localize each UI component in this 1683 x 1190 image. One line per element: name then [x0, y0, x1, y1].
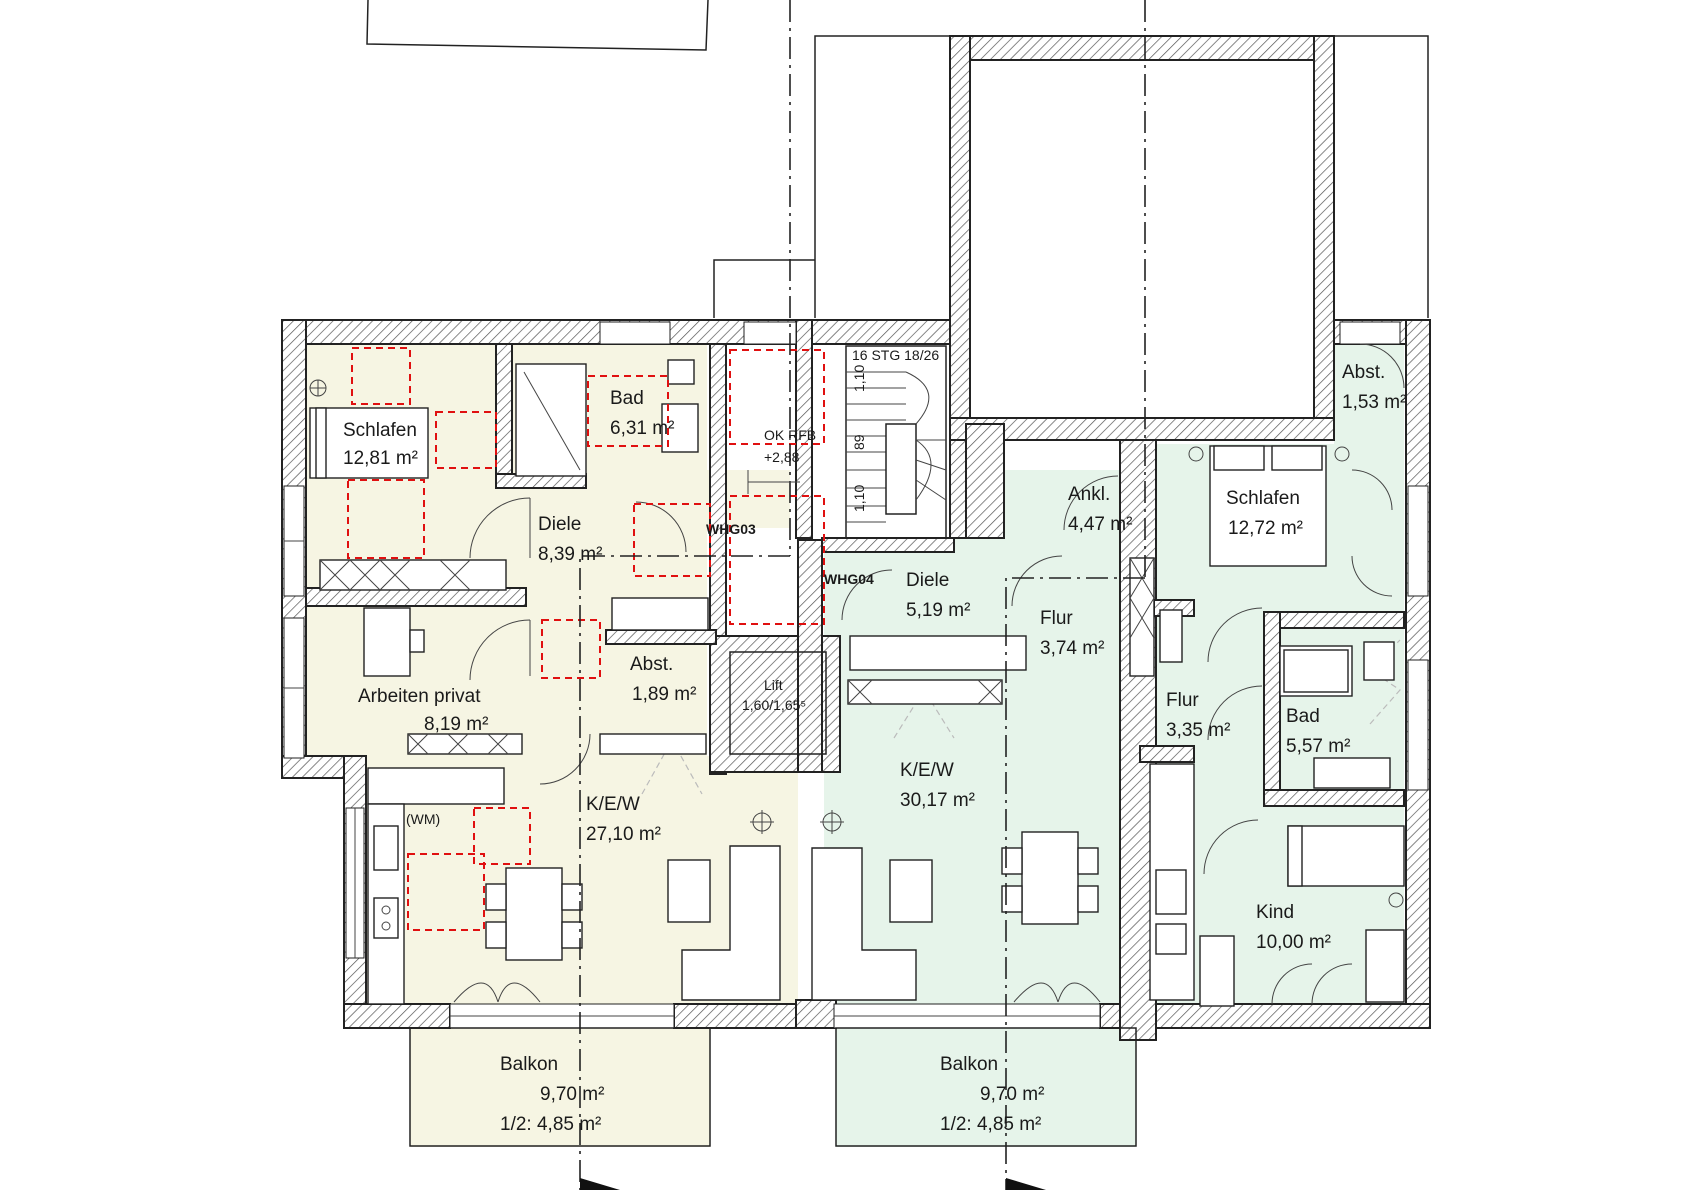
room-area-bad-left: 6,31 m² [610, 418, 674, 439]
unit-tag-right: WHG04 [824, 571, 874, 587]
lift-shaft [729, 651, 827, 755]
room-area-arbeiten: 8,19 m² [424, 714, 488, 735]
room-name-kew-left: K/E/W [586, 794, 640, 815]
room-area-diele-left: 8,39 m² [538, 544, 602, 565]
room-area-schlafen-right: 12,72 m² [1228, 518, 1303, 539]
room-name-bad-left: Bad [610, 388, 644, 409]
stair-label: 16 STG 18/26 [852, 347, 939, 363]
lift-size: 1,60/1,65⁵ [742, 697, 806, 713]
room-labels: Schlafen 12,81 m² Bad 6,31 m² Diele 8,39… [343, 362, 1406, 1135]
room-half-balkon-left: 1/2: 4,85 m² [500, 1114, 601, 1135]
unit-tag-left: WHG03 [706, 521, 756, 537]
room-name-arbeiten: Arbeiten privat [358, 686, 481, 707]
section-axes [579, 0, 1146, 1190]
room-area-bad-right: 5,57 m² [1286, 736, 1350, 757]
level-value: +2,88 [764, 449, 800, 465]
room-area-kew-right: 30,17 m² [900, 790, 975, 811]
stair-dim-1: 1,10 [851, 365, 867, 392]
door-swings [453, 343, 1405, 1005]
windows [283, 321, 1429, 1029]
room-area-abst-right: 1,53 m² [1342, 392, 1406, 413]
room-name-flur-2: Flur [1166, 690, 1199, 711]
unit-right-fill [824, 342, 1404, 1147]
room-name-balkon-left: Balkon [500, 1054, 558, 1075]
room-name-diele-right: Diele [906, 570, 949, 591]
room-name-kind: Kind [1256, 902, 1294, 923]
room-area-balkon-right: 9,70 m² [980, 1084, 1044, 1105]
room-area-schlafen-left: 12,81 m² [343, 448, 418, 469]
furniture-left [309, 359, 781, 1005]
room-name-flur-1: Flur [1040, 608, 1073, 629]
technical-labels: 16 STG 18/26 1,10 89 1,10 OK RFB +2,88 L… [706, 347, 939, 713]
room-name-balkon-right: Balkon [940, 1054, 998, 1075]
room-name-schlafen-right: Schlafen [1226, 488, 1300, 509]
room-name-diele-left: Diele [538, 514, 581, 535]
lift-name: Lift [764, 677, 783, 693]
stair-dim-2: 89 [851, 434, 867, 450]
room-name-kew-right: K/E/W [900, 760, 954, 781]
room-name-wm: (WM) [406, 811, 440, 827]
emphasis-dashed-rectangles [347, 347, 825, 931]
room-area-ankl: 4,47 m² [1068, 514, 1132, 535]
balconies [409, 1027, 1137, 1147]
stair [845, 345, 947, 539]
level-marker [747, 470, 800, 494]
room-area-balkon-left: 9,70 m² [540, 1084, 604, 1105]
room-name-abst-right: Abst. [1342, 362, 1385, 383]
room-area-flur-2: 3,35 m² [1166, 720, 1230, 741]
room-area-kew-left: 27,10 m² [586, 824, 661, 845]
room-area-flur-1: 3,74 m² [1040, 638, 1104, 659]
room-name-ankl: Ankl. [1068, 484, 1110, 505]
stair-dim-3: 1,10 [851, 485, 867, 512]
room-area-diele-right: 5,19 m² [906, 600, 970, 621]
level-label: OK RFB [764, 427, 816, 443]
room-half-balkon-right: 1/2: 4,85 m² [940, 1114, 1041, 1135]
room-area-abst-left: 1,89 m² [632, 684, 696, 705]
room-name-abst-left: Abst. [630, 654, 673, 675]
room-name-bad-right: Bad [1286, 706, 1320, 727]
room-name-schlafen-left: Schlafen [343, 420, 417, 441]
room-area-kind: 10,00 m² [1256, 932, 1331, 953]
